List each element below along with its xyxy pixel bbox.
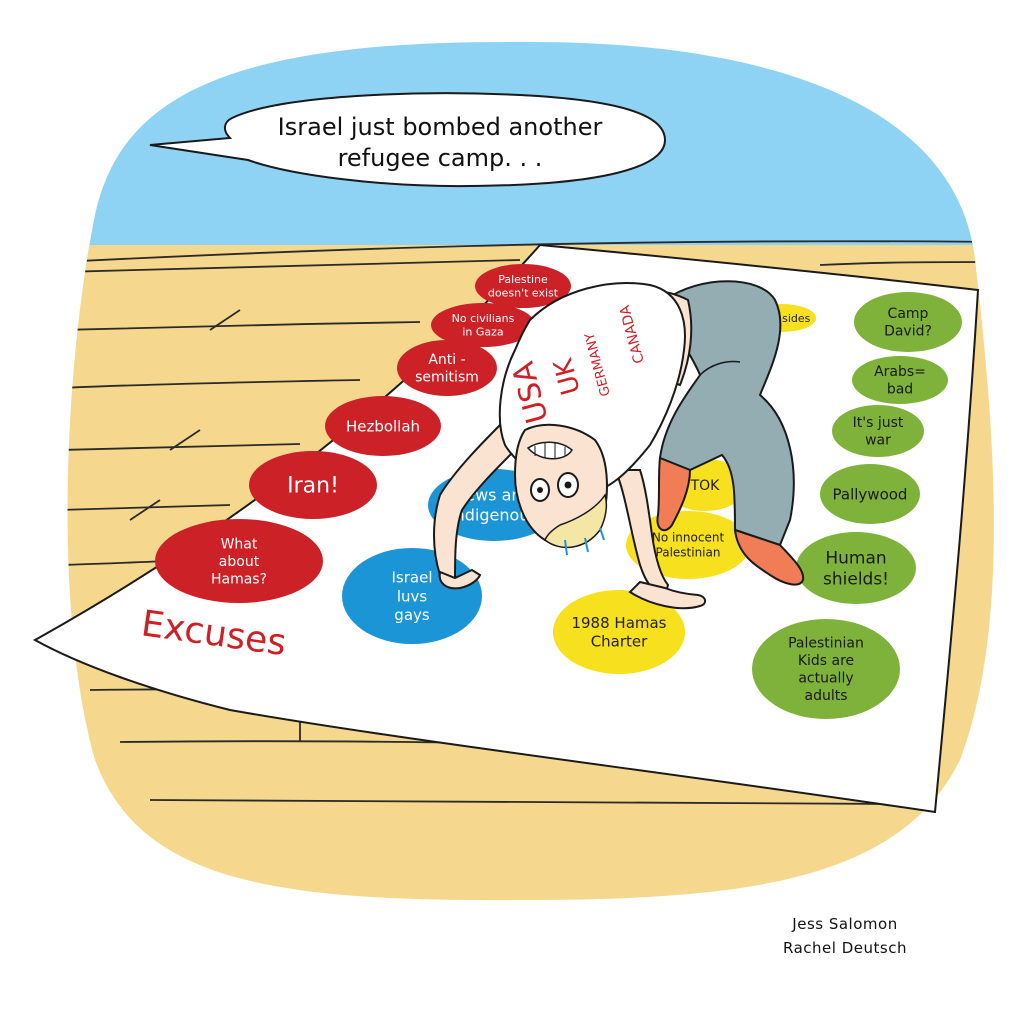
spot-label-line: Iran!	[287, 474, 339, 499]
spot-label-line: What	[221, 536, 258, 552]
spot-label-line: Israel	[392, 569, 433, 587]
spot-label-line: Charter	[591, 633, 648, 651]
spot-label-line: TOK	[690, 478, 721, 494]
credit-line-1: Jess Salomon	[792, 915, 898, 933]
speech-bubble-line-2: refugee camp. . .	[338, 144, 543, 172]
spot-label-line: about	[219, 554, 260, 570]
contorted-person: USA UK GERMANY CANADA	[433, 280, 805, 610]
spot-label-line: Palestine	[498, 273, 548, 286]
spot-label-line: gays	[394, 606, 430, 624]
red-spot-label-4: Hezbollah	[346, 417, 420, 435]
red-spots	[155, 264, 571, 603]
green-spot-label-2: Arabs= bad	[874, 364, 926, 398]
spot-label-line: doesn't exist	[488, 287, 559, 300]
spot-its-just-war	[832, 405, 924, 457]
spot-label-line: 1988 Hamas	[571, 614, 666, 632]
credit-line-2: Rachel Deutsch	[783, 939, 907, 957]
spot-label-line: Pallywood	[833, 485, 908, 503]
speech-bubble-shape	[149, 92, 667, 188]
green-spot-label-3: It's just war	[853, 415, 904, 449]
spot-label-line: actually	[798, 671, 853, 687]
spot-label-line: David?	[884, 324, 932, 340]
spot-label-line: Arabs=	[874, 364, 926, 380]
spot-label-line: bad	[887, 382, 913, 398]
red-spot-label-5: Iran!	[287, 474, 339, 499]
sock-right	[733, 528, 805, 586]
spot-label-line: semitism	[415, 370, 479, 386]
pants	[658, 280, 795, 547]
spot-iran	[249, 451, 377, 519]
green-spot-label-4: Pallywood	[833, 485, 908, 503]
spot-label-line: It's just	[853, 415, 904, 431]
spot-label-line: luvs	[397, 587, 428, 605]
spot-label-line: No innocent	[652, 531, 725, 545]
spot-label-line: Anti -	[428, 352, 465, 368]
spot-label-line: war	[865, 433, 891, 449]
spot-hezbollah	[325, 396, 441, 456]
hand-right	[628, 580, 706, 610]
spot-1988-hamas-charter	[553, 590, 685, 674]
spot-label-line: Human	[825, 548, 886, 568]
spot-human-shields	[796, 532, 916, 604]
spot-label-line: shields!	[823, 570, 889, 590]
spot-camp-david	[854, 292, 962, 352]
spot-kids-adults	[752, 619, 900, 719]
spot-arabs-bad	[852, 356, 948, 404]
spot-pallywood	[820, 464, 920, 524]
spot-label-line: Camp	[888, 306, 929, 322]
spot-label-line: in Gaza	[462, 326, 503, 339]
spot-label-line: No civilians	[452, 312, 515, 325]
spot-palestine-doesnt-exist	[475, 264, 571, 308]
spot-label-line: Kids are	[798, 653, 854, 669]
spot-label-line: adults	[804, 688, 847, 704]
speech-bubble-line-1: Israel just bombed another	[278, 113, 603, 141]
spot-antisemitism	[397, 340, 497, 396]
spot-label-line: Hamas?	[211, 571, 267, 587]
spot-label-line: Palestinian	[788, 636, 864, 652]
spot-label-line: indigenous	[450, 506, 538, 525]
mouth	[526, 441, 573, 460]
red-spot-label-3: Anti - semitism	[415, 352, 479, 386]
green-spots	[752, 292, 962, 719]
artist-credits: Jess Salomon Rachel Deutsch	[745, 912, 945, 960]
sock-left	[656, 456, 692, 532]
speech-bubble: Israel just bombed another refugee camp.…	[149, 92, 667, 188]
yellow-spot-label-2: TOK	[690, 478, 721, 494]
sweat-drops	[564, 527, 605, 556]
spot-no-civilians	[431, 303, 535, 347]
hair	[544, 493, 608, 549]
spot-label-line: Palestinian	[656, 546, 721, 560]
spot-label-line: Hezbollah	[346, 417, 420, 435]
hand-left	[438, 568, 482, 590]
spot-what-about-hamas	[155, 519, 323, 603]
